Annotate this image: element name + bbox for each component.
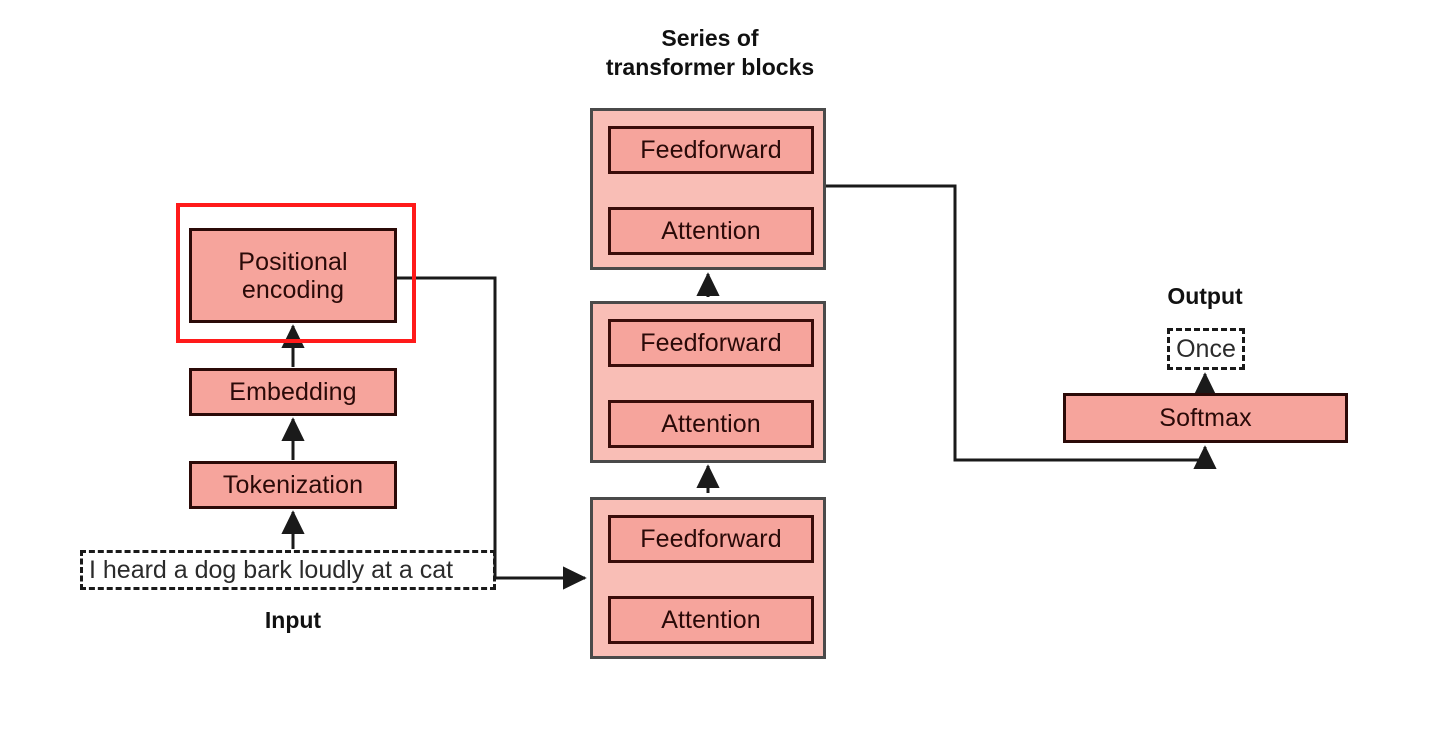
feedforward-box-top[interactable]: Feedforward	[608, 126, 814, 174]
tokenization-box[interactable]: Tokenization	[189, 461, 397, 509]
transformer-block-bottom[interactable]: Feedforward Attention	[590, 497, 826, 659]
transformer-block-top[interactable]: Feedforward Attention	[590, 108, 826, 270]
input-caption: Input	[264, 607, 322, 633]
feedforward-box-middle[interactable]: Feedforward	[608, 319, 814, 367]
attention-box-bottom[interactable]: Attention	[608, 596, 814, 644]
output-caption: Output	[1167, 283, 1243, 309]
series-title: Series of transformer blocks	[605, 25, 815, 80]
transformer-block-middle[interactable]: Feedforward Attention	[590, 301, 826, 463]
input-token-box[interactable]: I heard a dog bark loudly at a cat	[80, 550, 496, 590]
positional-encoding-box[interactable]: Positional encoding	[189, 228, 397, 323]
wire-positional-to-block-bottom	[397, 276, 587, 590]
output-token-box[interactable]: Once	[1167, 328, 1245, 370]
softmax-box[interactable]: Softmax	[1063, 393, 1348, 443]
embedding-box[interactable]: Embedding	[189, 368, 397, 416]
attention-box-middle[interactable]: Attention	[608, 400, 814, 448]
feedforward-box-bottom[interactable]: Feedforward	[608, 515, 814, 563]
attention-box-top[interactable]: Attention	[608, 207, 814, 255]
